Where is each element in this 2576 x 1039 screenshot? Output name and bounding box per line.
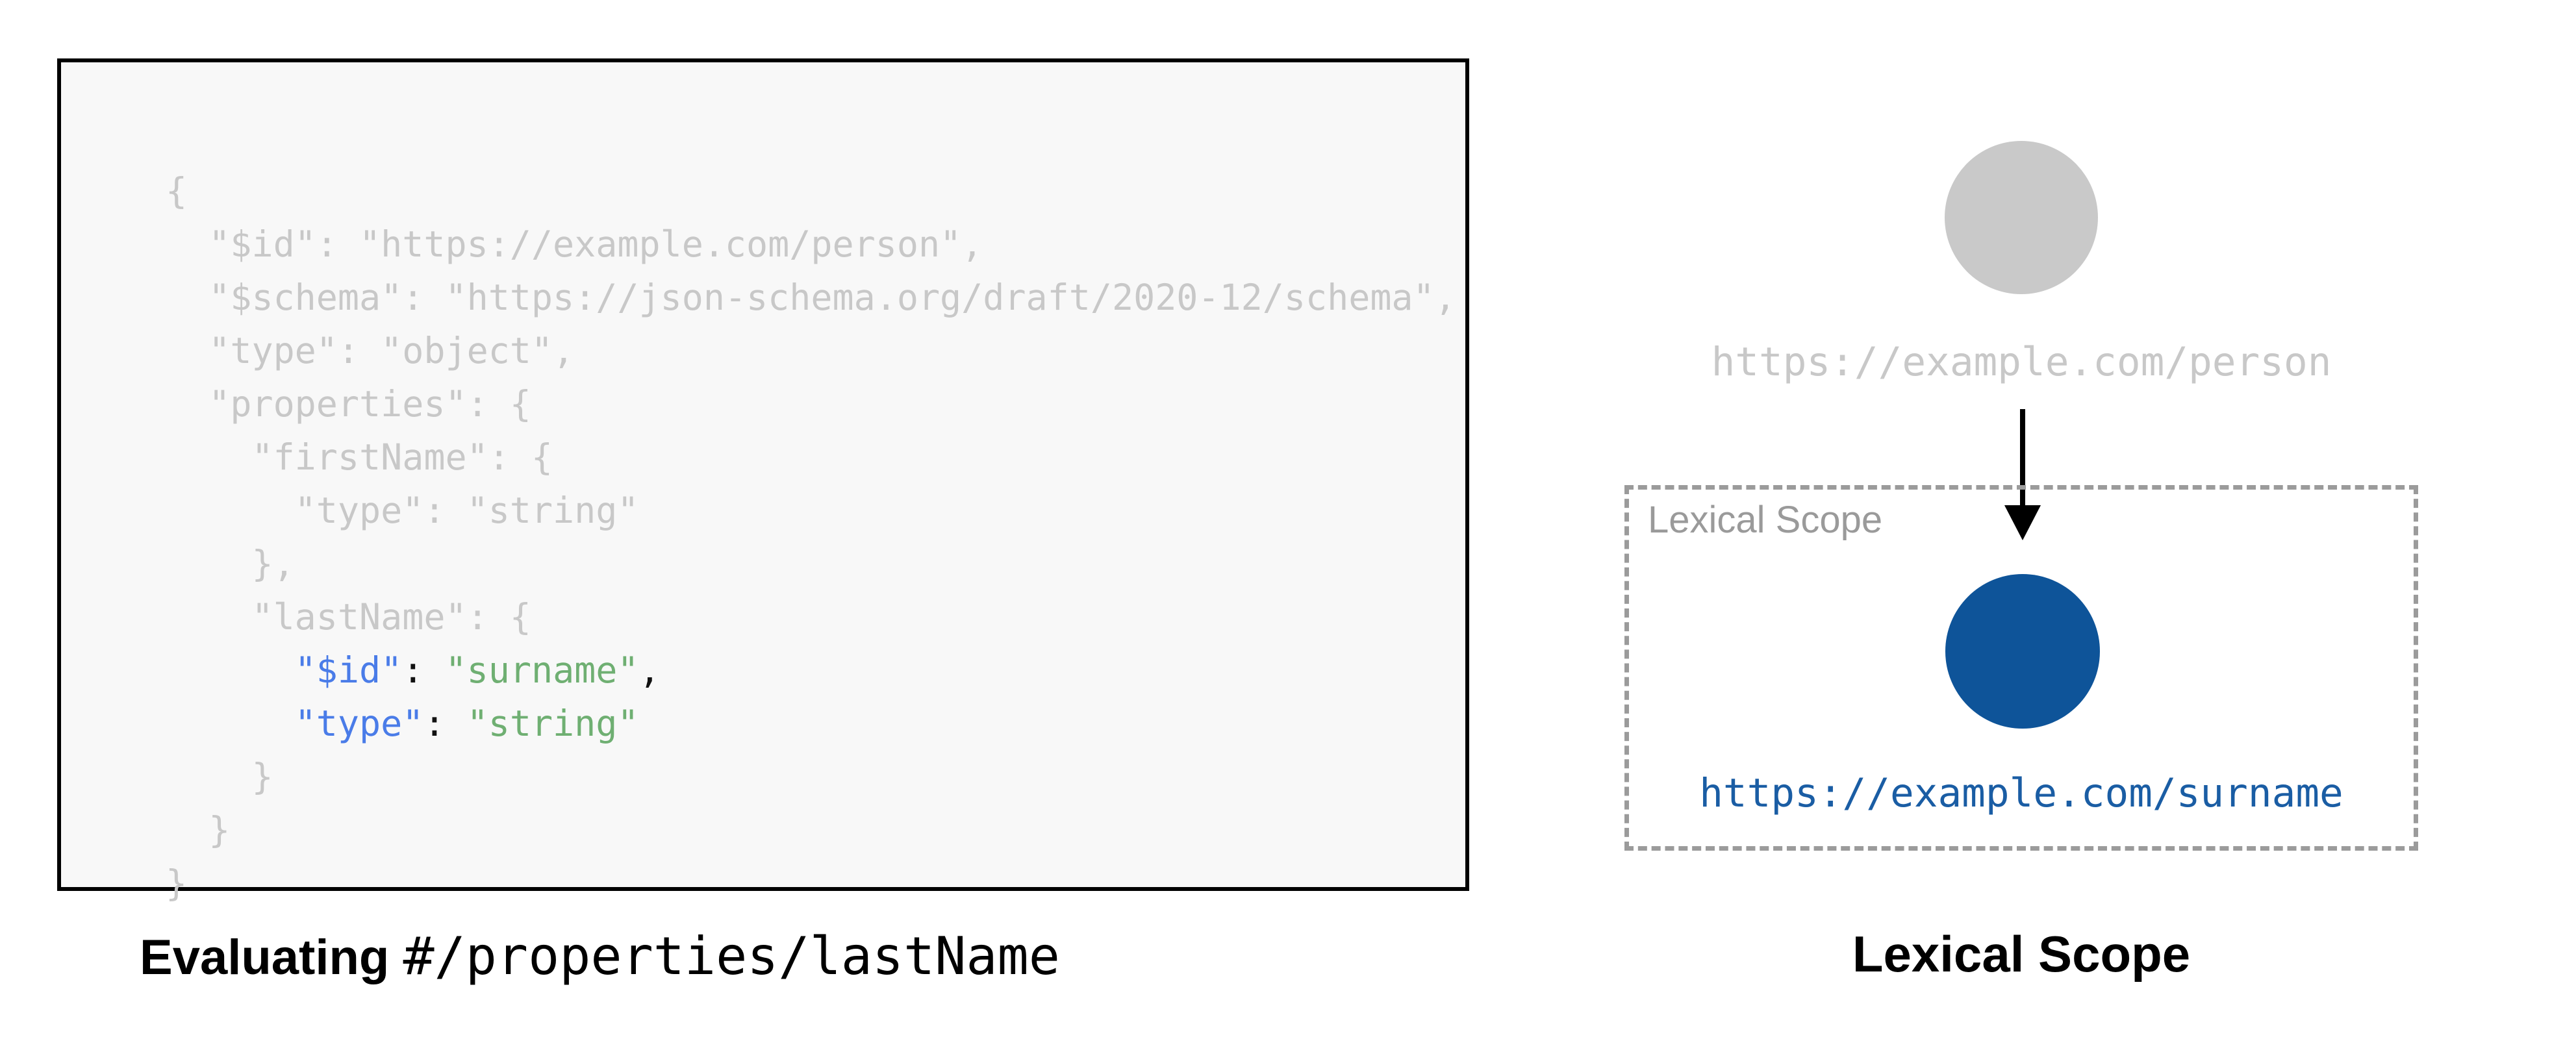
parent-schema-circle — [1945, 141, 2098, 294]
parent-schema-uri-label: https://example.com/person — [1711, 339, 2332, 385]
lexical-scope-box — [1624, 485, 2418, 851]
left-caption-bold: Evaluating — [140, 930, 390, 985]
code-line: } — [166, 756, 273, 797]
code-line: "firstName": { — [166, 436, 553, 478]
code-lines: { "$id": "https://example.com/person", "… — [166, 164, 1456, 910]
code-line: "$id": "surname", — [294, 649, 661, 691]
schema-code-box: { "$id": "https://example.com/person", "… — [57, 58, 1469, 904]
code-line: } — [166, 809, 231, 851]
code-line: }, — [166, 543, 295, 584]
left-caption: Evaluating #/properties/lastName — [140, 927, 1060, 1001]
code-line: } — [166, 862, 188, 904]
code-line: "properties": { — [166, 383, 531, 425]
code-line: "type": "string" — [294, 703, 639, 744]
code-line: "lastName": { — [166, 596, 531, 638]
child-schema-circle — [1945, 574, 2100, 729]
left-caption-pointer: #/properties/lastName — [403, 926, 1060, 986]
down-arrow-head-icon — [2004, 505, 2041, 540]
code-line: "type": "object", — [166, 330, 575, 371]
down-arrow-shaft — [2020, 409, 2025, 507]
code-line: "$schema": "https://json-schema.org/draf… — [166, 277, 1456, 318]
code-line: { — [166, 170, 188, 212]
code-line: "$id": "https://example.com/person", — [166, 223, 983, 265]
right-caption: Lexical Scope — [1852, 925, 2191, 983]
lexical-scope-box-label: Lexical Scope — [1648, 499, 1883, 541]
code-line: "type": "string" — [166, 490, 639, 531]
child-schema-uri-label: https://example.com/surname — [1699, 770, 2343, 816]
